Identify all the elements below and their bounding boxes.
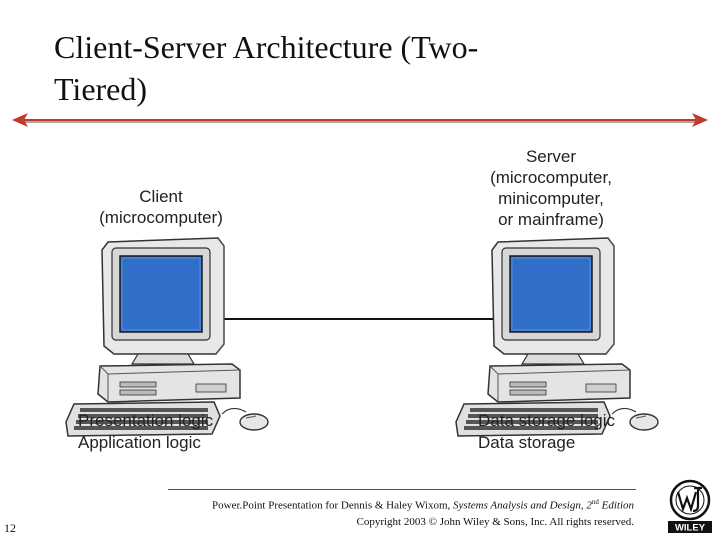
server-logic-data-storage-logic: Data storage logic xyxy=(478,411,616,430)
footer-line-2: Copyright 2003 © John Wiley & Sons, Inc.… xyxy=(356,515,635,528)
server-logic-data-storage: Data storage xyxy=(478,433,576,452)
title-line-2: Tiered) xyxy=(54,71,148,107)
client-logic-presentation: Presentation logic xyxy=(78,411,214,430)
page-number: 12 xyxy=(4,521,16,535)
title-line-1: Client-Server Architecture (Two- xyxy=(54,29,479,65)
server-label-line-2: (microcomputer, xyxy=(490,168,612,187)
server-label-line-3: minicomputer, xyxy=(498,189,604,208)
server-logic-list: Data storage logic Data storage xyxy=(478,410,615,454)
client-computer-icon xyxy=(65,237,269,437)
footer-line-1: Power.Point Presentation for Dennis & Ha… xyxy=(212,498,634,512)
wiley-logo-text: WILEY xyxy=(675,523,706,534)
slide-title: Client-Server Architecture (Two- Tiered) xyxy=(54,26,614,110)
footer-credit: Power.Point Presentation for Dennis & Ha… xyxy=(150,494,634,530)
server-computer-icon xyxy=(455,237,659,437)
footer-divider xyxy=(168,489,636,490)
server-label-line-1: Server xyxy=(525,147,577,166)
title-divider-arrow xyxy=(12,113,708,127)
client-label-line-2: (microcomputer) xyxy=(99,208,223,227)
server-label: Server (microcomputer, minicomputer, or … xyxy=(470,146,632,230)
client-label: Client (microcomputer) xyxy=(80,186,242,228)
wiley-logo-icon: WILEY xyxy=(668,479,712,534)
client-label-line-1: Client xyxy=(139,187,183,206)
server-label-line-4: or mainframe) xyxy=(498,210,604,229)
client-logic-list: Presentation logic Application logic xyxy=(78,410,213,454)
client-logic-application: Application logic xyxy=(78,433,201,452)
